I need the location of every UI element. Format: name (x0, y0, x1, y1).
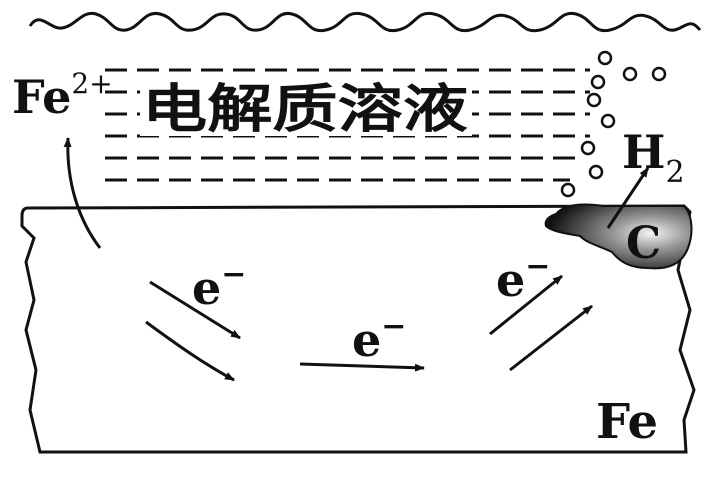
electron-charge: − (221, 257, 246, 292)
h2-arrow (606, 167, 650, 229)
fe-ion-arrow (63, 137, 102, 249)
bubble (588, 164, 604, 180)
solution-surface-line (28, 11, 702, 33)
electron-charge: − (381, 309, 406, 344)
solution-label-background (140, 76, 472, 136)
iron-label: Fe (596, 394, 658, 450)
electron-arrow (299, 362, 425, 372)
electron-label: e− (352, 309, 406, 367)
electron-arrow (145, 320, 235, 382)
electron-arrow (149, 280, 241, 340)
electron-label: e− (496, 249, 550, 307)
bubble (590, 74, 606, 90)
bubble (622, 66, 638, 82)
electron-arrow (509, 304, 593, 372)
fe-ion-label: Fe2+ (12, 67, 113, 124)
electron-base: e (496, 253, 525, 307)
carbon-inclusion (544, 203, 693, 270)
fe-ion-charge: 2+ (71, 67, 112, 100)
electron-base: e (352, 313, 381, 367)
electron-label: e− (192, 257, 246, 315)
bubble (600, 113, 616, 129)
iron-block (20, 204, 696, 454)
bubble (597, 50, 613, 66)
electron-charge: − (525, 249, 550, 284)
electron-arrow (489, 274, 563, 336)
bubble (651, 66, 667, 82)
fe-ion-base: Fe (12, 70, 71, 124)
electron-base: e (192, 261, 221, 315)
carbon-label: C (626, 218, 661, 269)
bubble (586, 92, 602, 108)
solution-label: 电解质溶液 (142, 80, 468, 140)
hydrogen-label: H2 (622, 125, 685, 190)
bubble (580, 140, 596, 156)
hydrogen-subscript: 2 (665, 155, 684, 190)
hydrogen-base: H (622, 125, 665, 179)
bubble (560, 182, 576, 198)
hydrogen-bubbles (560, 50, 667, 198)
